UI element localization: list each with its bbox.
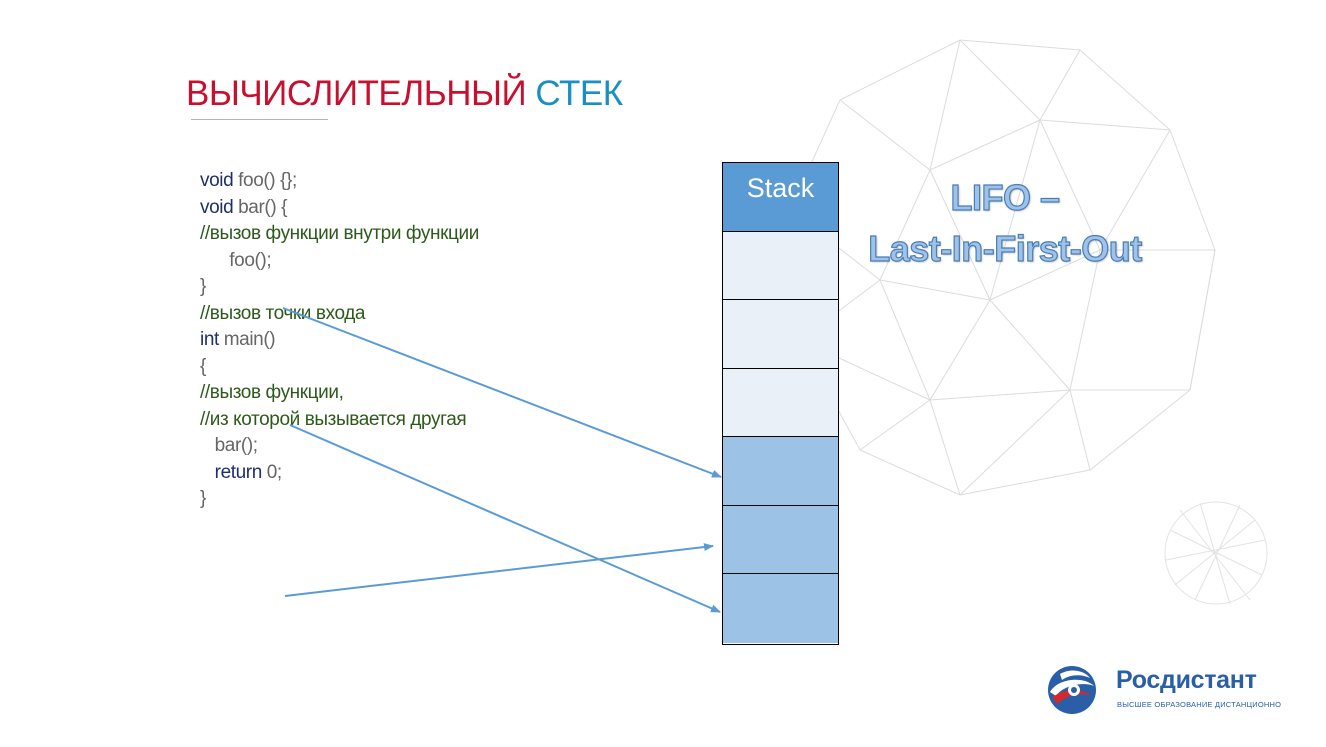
code-line: { (200, 354, 479, 381)
code-line: //из которой вызывается другая (200, 407, 479, 434)
code-line: int main() (200, 327, 479, 354)
code-comment: //из которой вызывается другая (200, 408, 467, 430)
code-listing: void foo() {};void bar() {//вызов функци… (200, 168, 479, 513)
slide-title: ВЫЧИСЛИТЕЛЬНЫЙ СТЕК (186, 74, 623, 114)
code-text: } (200, 488, 206, 509)
code-text: bar(); (200, 435, 258, 456)
lifo-caption: LIFO – Last-In-First-Out (840, 172, 1170, 274)
code-keyword: void (200, 196, 234, 218)
code-text: bar() { (233, 196, 288, 218)
title-part-red: ВЫЧИСЛИТЕЛЬНЫЙ (186, 74, 527, 113)
code-text: { (200, 355, 206, 377)
stack-frame-filled (723, 437, 838, 506)
code-line: void bar() { (200, 195, 479, 222)
rosdistant-logo: Росдистант ВЫСШЕЕ ОБРАЗОВАНИЕ ДИСТАНЦИОН… (1044, 660, 1284, 720)
logo-tagline: ВЫСШЕЕ ОБРАЗОВАНИЕ ДИСТАНЦИОННО (1117, 700, 1282, 709)
code-text: } (200, 276, 206, 297)
code-keyword: void (200, 170, 234, 191)
code-line: foo(); (200, 248, 479, 275)
code-comment: //вызов точки входа (200, 302, 366, 324)
code-comment: //вызов функции внутри функции (200, 223, 479, 244)
stack-diagram: Stack (722, 162, 839, 645)
title-part-blue: СТЕК (535, 74, 623, 113)
stack-frame-empty (723, 300, 838, 369)
lifo-line-1: LIFO – (950, 176, 1061, 218)
code-line: } (200, 274, 479, 301)
stack-header: Stack (723, 163, 838, 232)
code-line: void foo() {}; (200, 168, 479, 195)
code-text: main() (218, 329, 276, 350)
code-keyword: int (200, 329, 219, 350)
code-line: //вызов точки входа (200, 301, 479, 328)
stack-frame-empty (723, 368, 838, 438)
code-line: bar(); (200, 433, 479, 460)
title-underline (191, 119, 328, 120)
code-line: } (200, 486, 479, 513)
code-text: foo(); (200, 249, 272, 271)
stack-frame-empty (723, 231, 838, 301)
code-keyword: return (214, 461, 263, 483)
stack-frame-filled (723, 574, 838, 643)
code-indent (200, 462, 215, 483)
logo-name: Росдистант (1116, 666, 1257, 694)
code-line: //вызов функции внутри функции (200, 221, 479, 248)
stack-frame-filled (723, 505, 838, 575)
code-text: foo() {}; (233, 170, 297, 191)
code-text: 0; (261, 461, 282, 483)
globe-swirl-icon (1048, 666, 1096, 714)
lifo-line-2: Last-In-First-Out (868, 227, 1143, 269)
code-line: //вызов функции, (200, 380, 479, 407)
code-line: return 0; (200, 460, 479, 487)
code-comment: //вызов функции, (200, 382, 344, 403)
